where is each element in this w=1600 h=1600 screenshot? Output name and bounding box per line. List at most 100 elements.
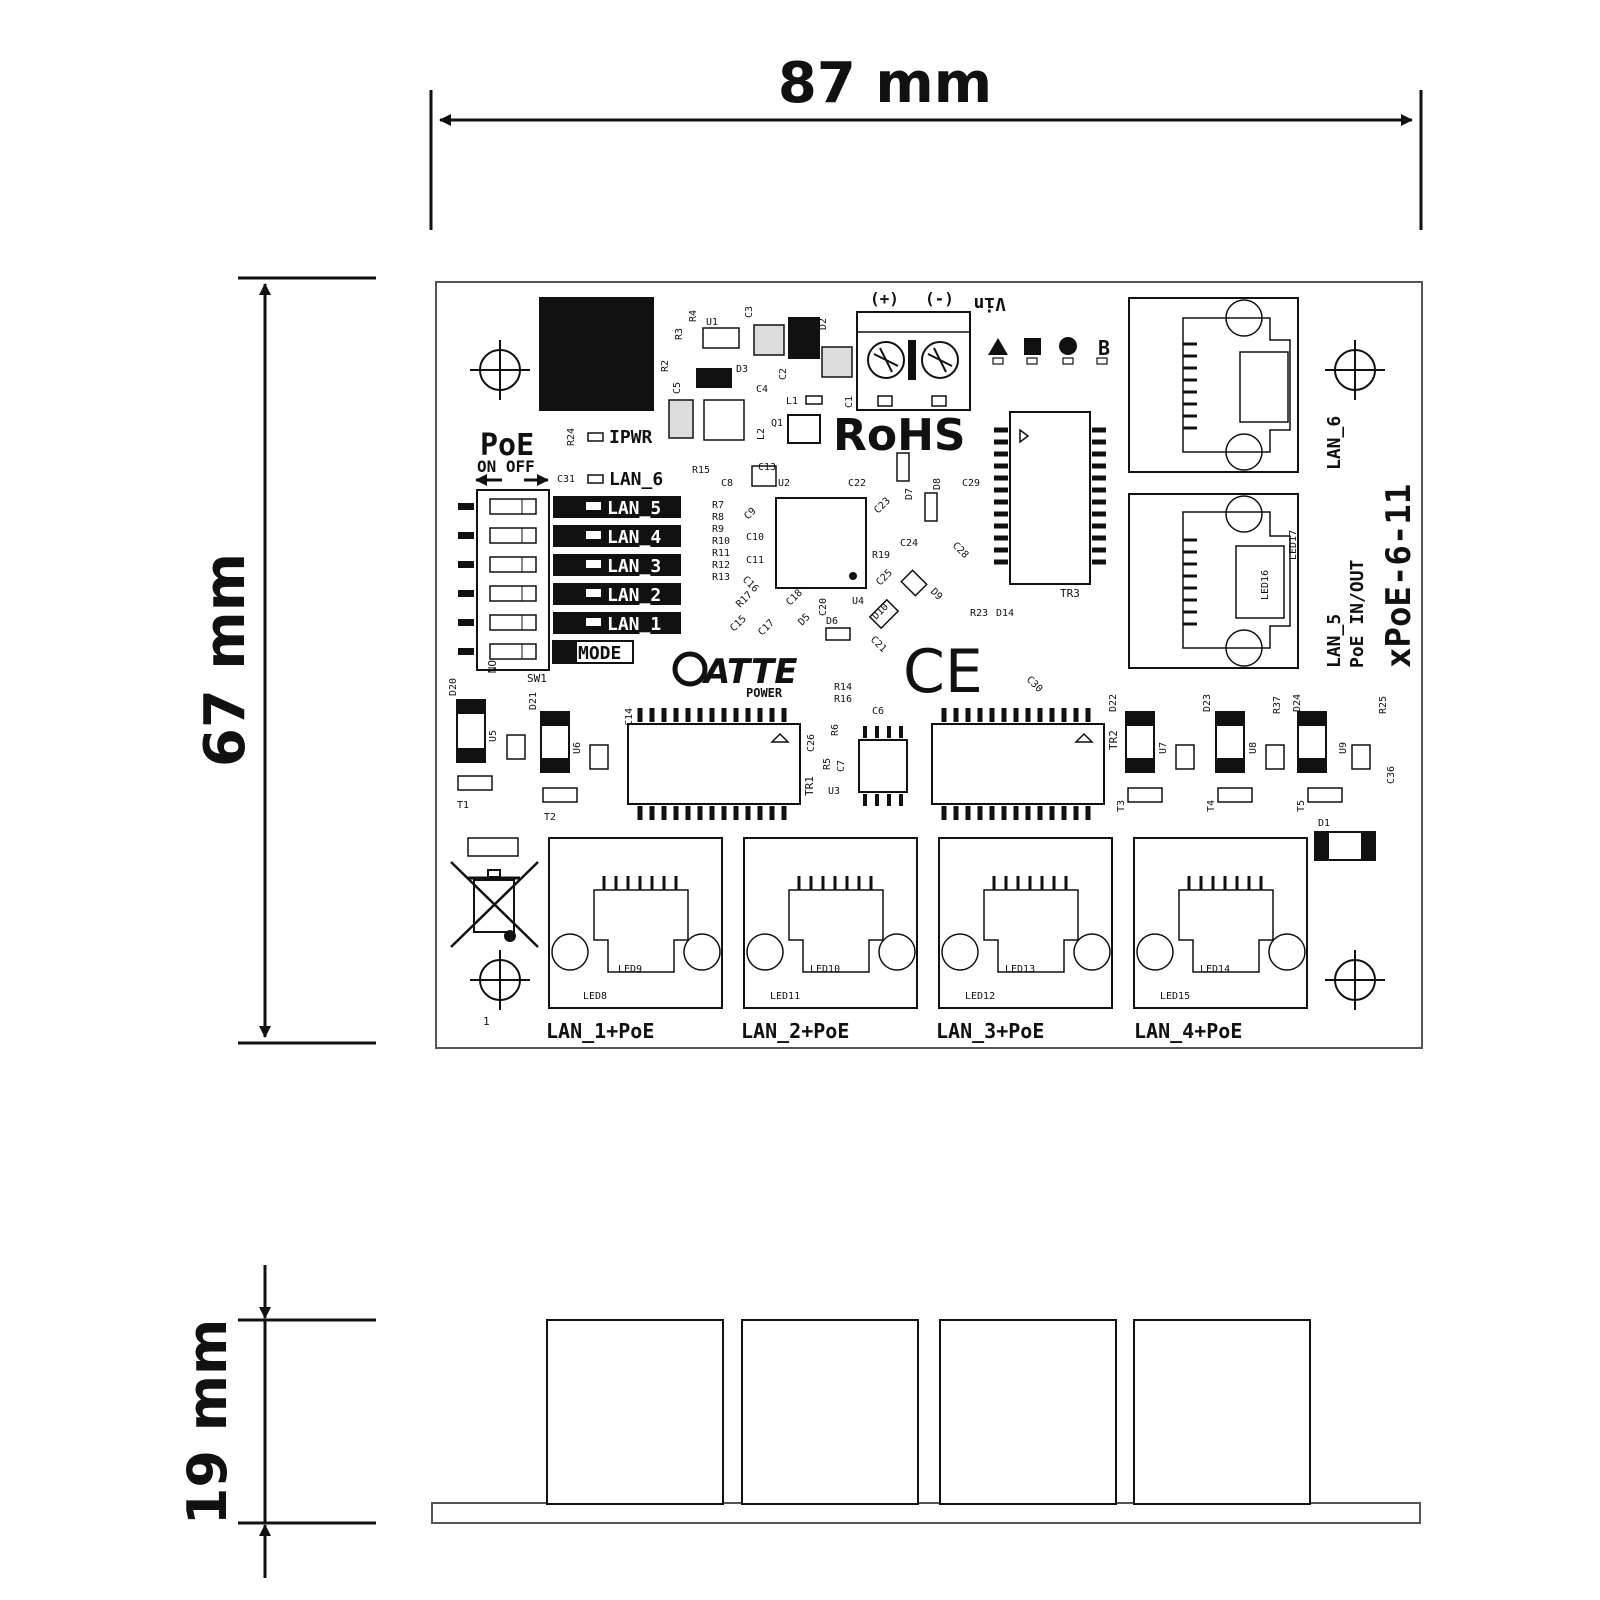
silk-ref-t4: T4 <box>1206 800 1217 812</box>
pcb-side-view <box>431 1319 1421 1524</box>
passive-components <box>668 317 938 641</box>
silk-ref-t1: T1 <box>457 800 469 811</box>
dip-switch[interactable] <box>458 489 550 671</box>
silk-ref-q1: Q1 <box>771 418 783 429</box>
silk-ref-c4: C4 <box>756 384 768 395</box>
vin-plus-label: (+) <box>870 289 899 308</box>
silk-ref-c36: C36 <box>1386 766 1397 784</box>
indicator-mode: MODE <box>552 640 634 664</box>
silk-ref-c8: C8 <box>721 478 733 489</box>
diode-row <box>456 699 1376 861</box>
indicator-label: LAN_6 <box>609 469 663 490</box>
rj45-port-lan6[interactable] <box>1128 297 1299 473</box>
power-module <box>539 297 654 411</box>
led-label: LED8 <box>583 991 607 1002</box>
rj45-port-lan1[interactable]: LED9 LED8 <box>548 837 723 1009</box>
port-label-lan6: LAN_6 <box>1324 416 1345 470</box>
side-connector <box>546 1319 724 1505</box>
indicator-label: LAN_5 <box>607 498 661 519</box>
rj45-port-lan2[interactable]: LED10 LED11 <box>743 837 918 1009</box>
silk-ref-r9: R9 <box>712 524 724 535</box>
switch-on-off-label: ON OFF <box>477 457 535 476</box>
silk-ref-c10: C10 <box>746 532 764 543</box>
silk-ref-r19: R19 <box>872 550 890 561</box>
silk-ref-r6: R6 <box>830 724 841 736</box>
silk-ref-r5: R5 <box>822 758 833 770</box>
vin-label: Vin <box>973 293 1006 314</box>
silk-ref-r16: R16 <box>834 694 852 705</box>
ic-u4 <box>775 497 867 589</box>
pin-one-label: 1 <box>483 1015 490 1028</box>
silk-ref-c1: C1 <box>844 396 855 408</box>
silk-ref-u4: U4 <box>852 596 864 607</box>
svg-text:B: B <box>1098 336 1110 360</box>
silk-ref-r15: R15 <box>692 465 710 476</box>
width-dimension: 87 mm <box>429 51 1423 230</box>
silk-ref-c3: C3 <box>744 306 755 318</box>
ce-mark: CE <box>903 637 983 707</box>
brand-sub: POWER <box>746 686 783 700</box>
silk-ref-c13: C13 <box>758 462 776 473</box>
rj45-port-lan4[interactable]: LED14 LED15 <box>1133 837 1308 1009</box>
silk-ref-r23: R23 <box>970 608 988 619</box>
silk-ref-d8: D8 <box>932 478 943 490</box>
length-dimension: 67 mm <box>193 276 376 1045</box>
silk-ref-u5: U5 <box>488 730 499 742</box>
led-label: LED11 <box>770 991 800 1002</box>
silk-ref-c6: C6 <box>872 706 884 717</box>
led-label: LED9 <box>618 964 642 975</box>
silk-ref-r3: R3 <box>674 328 685 340</box>
side-connector <box>939 1319 1117 1505</box>
indicator-label: LAN_4 <box>607 527 661 548</box>
indicator-label: LAN_2 <box>607 585 661 606</box>
silk-ref-t2: T2 <box>544 812 556 823</box>
polarity-markers: B <box>988 336 1110 365</box>
height-dimension: 19 mm <box>176 1265 376 1578</box>
silk-ref-c7: C7 <box>836 760 847 772</box>
silk-ref-t5: T5 <box>1296 800 1307 812</box>
rj45-port-lan3[interactable]: LED13 LED12 <box>938 837 1113 1009</box>
silk-ref-d20: D20 <box>448 678 459 696</box>
silk-ref-d14: D14 <box>996 608 1014 619</box>
silk-ref-r7: R7 <box>712 500 724 511</box>
silk-ref-c20: C20 <box>818 598 829 616</box>
side-pcb <box>431 1502 1421 1524</box>
silk-ref-u9: U9 <box>1338 742 1349 754</box>
poe-label: PoE <box>480 428 534 463</box>
silk-ref-r4: R4 <box>688 310 699 322</box>
silk-ref-r25: R25 <box>1378 696 1389 714</box>
silk-ref-c26: C26 <box>806 734 817 752</box>
side-connector <box>1133 1319 1311 1505</box>
switch-on-mark: ON <box>485 660 498 673</box>
silk-ref-c29: C29 <box>962 478 980 489</box>
rj45-port-lan5[interactable]: LED16 LED17 <box>1128 493 1299 669</box>
silk-ref-c14: C14 <box>624 708 635 726</box>
silk-ref-r2: R2 <box>660 360 671 372</box>
silk-ref-d2: D2 <box>818 318 829 330</box>
silk-ref-d23: D23 <box>1202 694 1213 712</box>
silk-ref-c22: C22 <box>848 478 866 489</box>
vin-minus-label: (-) <box>925 289 954 308</box>
atte-logo: ATTE POWER <box>672 651 797 700</box>
side-connector <box>741 1319 919 1505</box>
port-label-lan5: LAN_5 <box>1324 614 1345 668</box>
indicator-label: IPWR <box>609 427 653 448</box>
port-label-lan3-poe: LAN_3+PoE <box>936 1019 1044 1043</box>
silk-ref-d6: D6 <box>826 616 838 627</box>
power-terminal-block[interactable]: (+) (-) Vin <box>856 289 1006 411</box>
silk-ref-d3: D3 <box>736 364 748 375</box>
silk-ref-d21: D21 <box>528 692 539 710</box>
mounting-hole <box>470 950 530 1010</box>
silk-ref-c24: C24 <box>900 538 918 549</box>
switch-ref: SW1 <box>527 672 547 685</box>
silk-ref-u3: U3 <box>828 786 840 797</box>
port-label-poe-in-out: PoE IN/OUT <box>1347 559 1368 668</box>
led-label: LED17 <box>1288 530 1299 560</box>
transformer-tr2: TR2 <box>931 708 1120 820</box>
indicator-lan4: LAN_4 <box>553 525 681 548</box>
silk-ref-u8: U8 <box>1248 742 1259 754</box>
model-name: xPoE-6-11 <box>1379 484 1419 668</box>
length-label: 67 mm <box>193 553 258 767</box>
silk-ref-r13: R13 <box>712 572 730 583</box>
